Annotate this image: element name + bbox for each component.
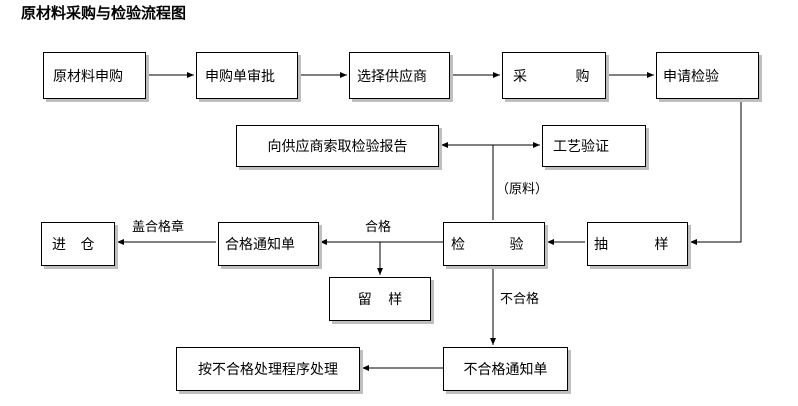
node-retain-sample: 留 样 (329, 277, 431, 321)
node-purchase: 采 购 (502, 52, 606, 99)
node-purchase-label: 采 购 (513, 68, 590, 85)
node-fail-notice: 不合格通知单 (443, 347, 568, 391)
node-fail-notice-label: 不合格通知单 (463, 362, 548, 378)
node-request-inspection: 申请检验 (656, 52, 759, 99)
node-apply: 原材料申购 (43, 52, 146, 99)
node-nonconform-handle-label: 按不合格处理程序处理 (198, 362, 338, 378)
edge-label-raw-material: （原料） (496, 182, 549, 197)
node-retain-sample-label: 留 样 (357, 292, 403, 308)
node-nonconform-handle: 按不合格处理程序处理 (176, 347, 360, 391)
node-select-supplier: 选择供应商 (349, 52, 450, 99)
node-inspect-label: 检 验 (451, 237, 524, 253)
node-pass-notice-label: 合格通知单 (225, 237, 295, 253)
node-pass-notice: 合格通知单 (218, 222, 319, 266)
edge-label-pass: 合格 (365, 220, 392, 235)
node-sampling: 抽 样 (587, 222, 688, 266)
node-request-inspection-label: 申请检验 (663, 68, 719, 85)
node-approve-label: 申购单审批 (205, 68, 275, 85)
edge-label-fail: 不合格 (500, 292, 540, 307)
node-warehouse-label: 进 仓 (52, 237, 95, 253)
arrow-request-to-sampling (690, 100, 742, 245)
node-approve: 申购单审批 (196, 52, 298, 99)
page-title: 原材料采购与检验流程图 (21, 4, 187, 22)
node-supplier-report-label: 向供应商索取检验报告 (267, 139, 408, 155)
node-process-verify-label: 工艺验证 (553, 139, 609, 155)
node-process-verify: 工艺验证 (542, 125, 646, 167)
node-sampling-label: 抽 样 (594, 237, 669, 253)
node-supplier-report: 向供应商索取检验报告 (236, 125, 439, 167)
edge-label-stamp: 盖合格章 (132, 220, 185, 235)
node-warehouse: 进 仓 (41, 222, 115, 266)
node-apply-label: 原材料申购 (53, 68, 123, 85)
node-select-supplier-label: 选择供应商 (357, 68, 427, 85)
node-inspect: 检 验 (443, 222, 545, 266)
